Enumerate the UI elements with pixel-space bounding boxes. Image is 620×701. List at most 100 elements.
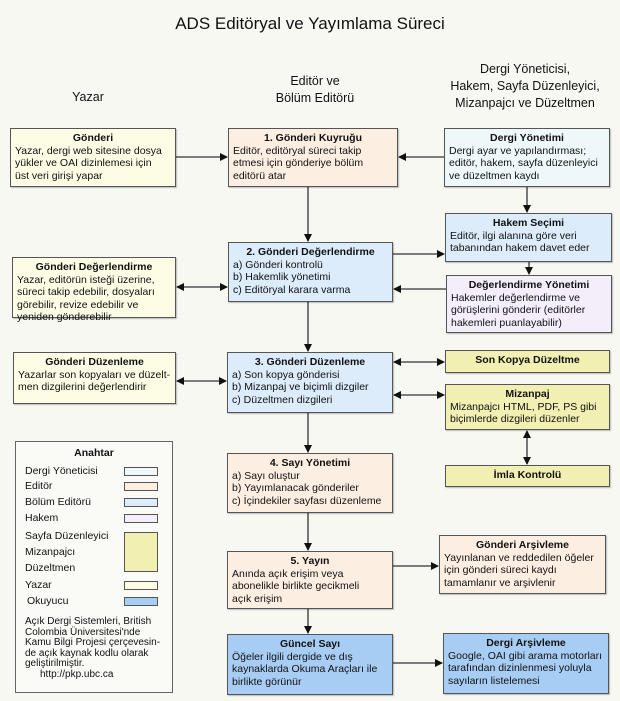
box-line: editör, hakem, sayfa düzenleyici <box>449 157 598 169</box>
box-line: Yayınlanan ve reddedilen öğeler <box>444 551 594 564</box>
box-line: Editör, ilgi alanına göre veri <box>450 229 577 242</box>
legend-swatch-reader <box>124 597 158 606</box>
box-line: Anında açık erişim veya <box>232 567 344 580</box>
pkp-link[interactable]: http://pkp.ubc.ca <box>40 668 114 680</box>
box-line: a) Son kopya gönderisi <box>232 368 340 381</box>
box-title: Son Kopya Düzeltme <box>475 354 580 366</box>
box-line: editörü atar <box>233 169 287 182</box>
column-header-line: Bölüm Editörü <box>275 91 355 105</box>
box-line: etmesi için gönderiye bölüm <box>233 157 364 169</box>
box-line: abonelikle birlikte gecikmeli <box>232 580 360 592</box>
legend-swatch-section-editor <box>124 498 158 507</box>
box-line: b) Mizanpaj ve biçimli dizgiler <box>232 381 369 393</box>
box-journal-management: Dergi Yönetimi Dergi ayar ve yapılandırm… <box>444 128 610 187</box>
box-line: süreci takip edebilir, dosyaları <box>17 286 155 298</box>
column-header-author: Yazar <box>72 90 104 104</box>
box-line: b) Yayımlanacak gönderiler <box>232 482 359 494</box>
box-line: men dizgilerini değerlendirir <box>18 381 147 393</box>
box-title: 2. Gönderi Değerlendirme <box>246 246 375 258</box>
box-line: görüşlerini gönderir (editörler <box>451 304 586 316</box>
box-line: Editör, editöryal süreci takip <box>233 144 362 157</box>
legend-swatch-layout-copy-proof <box>124 532 158 572</box>
column-header-line: Hakem, Sayfa Düzenleyici, <box>450 79 600 93</box>
box-line: açık erişim <box>232 592 283 605</box>
legend-label: Dergi Yöneticisi <box>25 465 98 477</box>
legend-note: Açık Dergi Sistemleri, British Colombia … <box>25 616 170 680</box>
box-line: Yazarlar son kopyaları ve düzelt- <box>18 368 171 381</box>
legend: Anahtar Dergi Yöneticisi Editör Bölüm Ed… <box>15 441 173 693</box>
box-title: Dergi Arşivleme <box>486 637 566 649</box>
box-title: Güncel Sayı <box>279 638 341 650</box>
box-journal-archiving: Dergi Arşivleme Google, OAI gibi arama m… <box>443 633 609 694</box>
box-title: Dergi Yönetimi <box>490 132 564 144</box>
box-publishing: 5. Yayın Anında açık erişim veya aboneli… <box>227 551 393 609</box>
note-line: geliştirilmiştir. <box>25 658 85 669</box>
box-title: 1. Gönderi Kuyruğu <box>263 132 362 144</box>
legend-label: Düzeltmen <box>25 562 76 574</box>
box-title: 5. Yayın <box>290 555 330 567</box>
box-line: a) Gönderi kontrolü <box>233 258 323 271</box>
note-line: Kamu Bilgi Projesi çerçevesin- <box>25 637 161 648</box>
box-line: Yazar, editörün isteği üzerine, <box>17 273 155 286</box>
box-title: İmla Kontrolü <box>493 469 562 481</box>
box-proofreading: İmla Kontrolü <box>445 465 610 487</box>
box-line: için gönderi süreci kaydı <box>444 564 557 576</box>
box-title: Gönderi <box>72 132 114 144</box>
column-header-editor: Editör ve Bölüm Editörü <box>240 73 390 107</box>
legend-title: Anahtar <box>74 447 114 459</box>
box-submission-editing: 3. Gönderi Düzenleme a) Son kopya gönder… <box>227 352 393 413</box>
box-title: Gönderi Değerlendirme <box>35 261 153 273</box>
legend-swatch-editor <box>124 482 158 491</box>
note-line: Açık Dergi Sistemleri, British <box>25 616 152 627</box>
box-line: tamamlanır ve arşivlenir <box>444 576 556 589</box>
box-line: birlikte görünür <box>232 675 302 688</box>
box-title: Gönderi Arşivleme <box>476 539 569 551</box>
box-line: yeniden gönderebilir <box>17 311 112 323</box>
box-submission-review: 2. Gönderi Değerlendirme a) Gönderi kont… <box>228 242 393 302</box>
legend-label: Hakem <box>25 512 59 524</box>
box-line: biçimlerde dizgileri düzenler <box>450 413 580 425</box>
box-line: ve düzeltmen kaydı <box>449 169 540 182</box>
box-line: Öğeler ilgili dergide ve dış <box>232 650 353 663</box>
legend-swatch-journal-manager <box>124 467 158 476</box>
column-header-manager: Dergi Yöneticisi, Hakem, Sayfa Düzenleyi… <box>430 61 620 112</box>
legend-label: Mizanpajcı <box>25 546 76 558</box>
box-submission-queue: 1. Gönderi Kuyruğu Editör, editöryal sür… <box>228 128 398 187</box>
box-line: görebilir, revize edebilir ve <box>17 298 139 311</box>
box-title: Gönderi Düzenleme <box>45 356 144 368</box>
column-header-line: Dergi Yöneticisi, <box>479 62 571 76</box>
box-line: b) Hakemlik yönetimi <box>233 271 331 283</box>
box-line: sayıların listelemesi <box>448 674 540 687</box>
box-review-management: Değerlendirme Yönetimi Hakemler değerlen… <box>446 275 612 333</box>
box-line: tarafından dizinlenmesi yoluyla <box>448 662 592 674</box>
box-line: Dergi ayar ve yapılandırması; <box>449 144 587 157</box>
box-title: Değerlendirme Yönetimi <box>468 279 590 291</box>
column-header-line: Mizanpajcı ve Düzeltmen <box>455 96 595 110</box>
legend-label: Sayfa Düzenleyici <box>25 530 109 542</box>
diagram-title: ADS Editöryal ve Yayımlama Süreci <box>175 14 445 33</box>
box-title: 4. Sayı Yönetimi <box>269 457 351 469</box>
box-submission: Gönderi Yazar, dergi web sitesine dosya … <box>10 128 176 187</box>
note-line: de açık kaynak kodlu olarak <box>25 647 149 659</box>
box-line: yükler ve OAI dizinlemesi için <box>15 157 152 169</box>
column-header-line: Editör ve <box>290 74 340 88</box>
note-line: Colombia Üniversitesi'nde <box>25 626 141 638</box>
box-copyediting: Son Kopya Düzeltme <box>445 350 610 373</box>
legend-label: Yazar <box>25 579 52 591</box>
box-line: Yazar, dergi web sitesine dosya <box>15 144 162 157</box>
legend-swatch-author <box>124 581 158 590</box>
box-current-issue: Güncel Sayı Öğeler ilgili dergide ve dış… <box>227 634 393 695</box>
box-issue-management: 4. Sayı Yönetimi a) Sayı oluştur b) Yayı… <box>227 453 393 513</box>
box-line: Mizanpajcı HTML, PDF, PS gibi <box>450 400 597 413</box>
box-line: tabanından hakem davet eder <box>450 242 590 254</box>
legend-label: Bölüm Editörü <box>25 496 91 508</box>
box-reviewer-selection: Hakem Seçimi Editör, ilgi alanına göre v… <box>445 213 612 262</box>
box-line: c) Düzeltmen dizgileri <box>232 393 333 406</box>
legend-label: Okuyucu <box>27 595 69 607</box>
box-line: Hakemler değerlendirme ve <box>451 291 580 304</box>
legend-swatch-reviewer <box>124 514 158 523</box>
box-line: hakemleri puanlayabilir) <box>451 316 562 329</box>
box-line: Google, OAI gibi arama motorları <box>448 649 603 662</box>
box-title: Hakem Seçimi <box>492 217 565 229</box>
legend-label: Editör <box>25 480 53 492</box>
